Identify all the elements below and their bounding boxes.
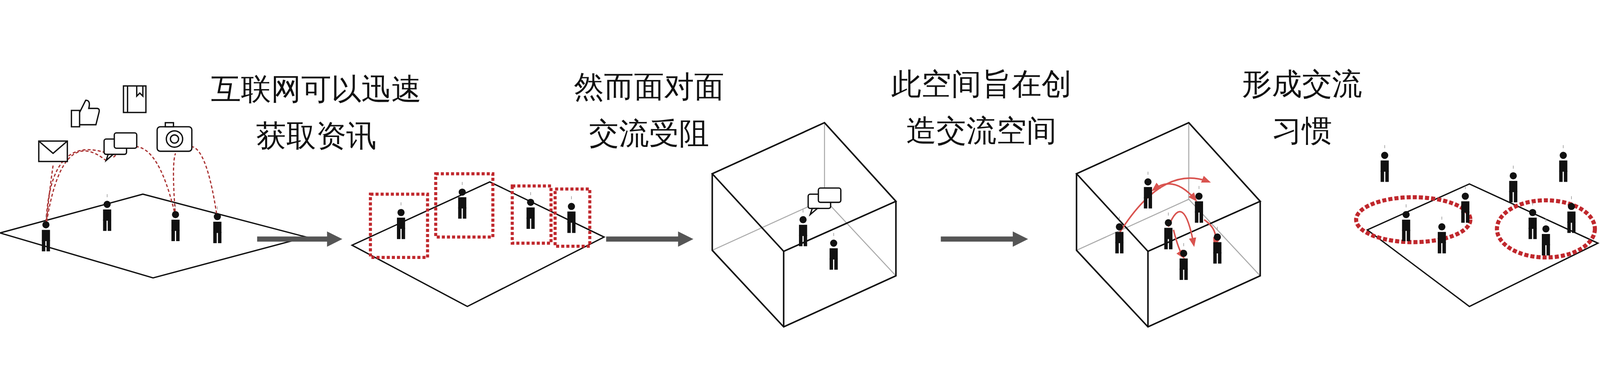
step-label: 形成交流 习惯: [1237, 60, 1367, 154]
person-figure: [396, 202, 406, 240]
person-figure: [102, 193, 112, 231]
person-figure: [829, 232, 838, 270]
step-label: 此空间旨在创 造交流空间: [886, 60, 1077, 154]
person-figure: [799, 209, 808, 247]
person-figure: [458, 181, 467, 219]
person-figure: [1194, 186, 1204, 223]
exchange-arc: [1119, 178, 1216, 258]
person-figure: [1509, 165, 1518, 203]
floor-plane: [352, 181, 605, 307]
person-figure: [1179, 242, 1189, 280]
person-figure: [1380, 145, 1390, 183]
person-figure: [1437, 216, 1447, 254]
person-figure: [1461, 186, 1470, 223]
people: [41, 145, 1576, 280]
person-figure: [1541, 218, 1551, 256]
exchange-circle: [1356, 197, 1595, 258]
person-figure: [1567, 195, 1576, 233]
person-figure: [1402, 204, 1411, 242]
person-figure: [1559, 145, 1568, 183]
icon: [38, 85, 841, 215]
person-figure: [171, 204, 180, 242]
person-figure: [1213, 226, 1222, 264]
person-figure: [1143, 171, 1153, 209]
person-figure: [526, 191, 535, 229]
info-arc: [45, 146, 218, 227]
person-figure: [213, 206, 222, 243]
person-figure: [41, 214, 51, 252]
step-label: 然而面对面 交流受阻: [569, 63, 729, 157]
step-label: 互联网可以迅速 获取资讯: [206, 65, 427, 160]
person-figure: [567, 195, 576, 233]
cube: [712, 122, 1261, 327]
person-figure: [1115, 216, 1124, 254]
person-figure: [1164, 212, 1173, 250]
floor-plane: [1367, 184, 1599, 307]
isolation-box: [370, 173, 590, 258]
floor-plane: [0, 193, 307, 278]
person-figure: [1528, 202, 1538, 240]
